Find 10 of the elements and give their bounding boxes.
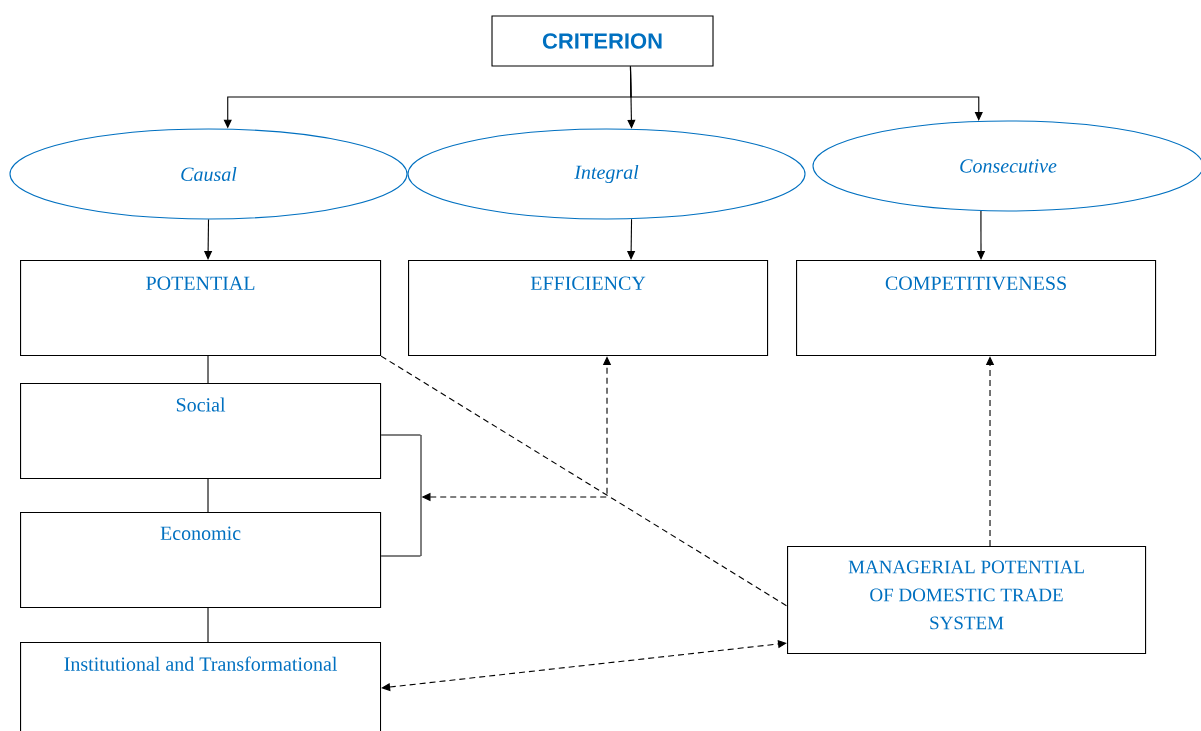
arrow xyxy=(629,66,983,121)
text-box: Social xyxy=(20,383,382,480)
text-box: EFFICIENCY xyxy=(408,260,769,357)
text-box: Economic xyxy=(20,512,382,609)
text-box: POTENTIAL xyxy=(20,260,382,357)
text-box: COMPETITIVENESS xyxy=(796,260,1157,357)
title-box: CRITERION xyxy=(491,15,714,67)
arrow xyxy=(381,639,787,692)
text-box: Institutional and Transformational xyxy=(20,642,382,731)
text-box: MANAGERIAL POTENTIAL OF DOMESTIC TRADE SYSTEM xyxy=(787,546,1147,655)
